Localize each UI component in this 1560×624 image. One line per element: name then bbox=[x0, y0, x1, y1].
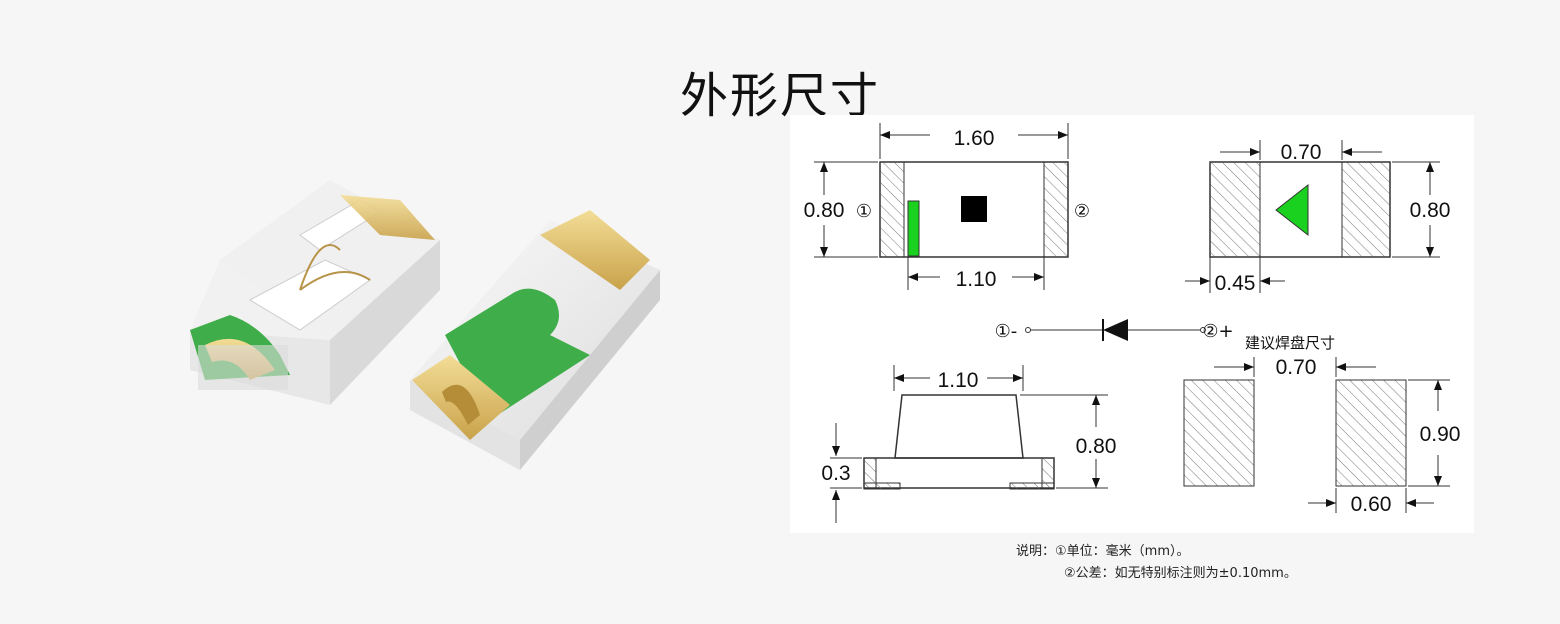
recommended-pads: 建议焊盘尺寸 0.70 0.90 0.60 bbox=[1183, 334, 1461, 516]
side-base-label: 0.3 bbox=[821, 462, 850, 485]
led-product-photo bbox=[190, 180, 660, 470]
pads-width-label: 0.60 bbox=[1351, 493, 1392, 516]
bottom-pad-label: 0.45 bbox=[1215, 272, 1256, 295]
bottom-view: 0.70 0.80 0.45 bbox=[1185, 140, 1450, 295]
side-height-label: 0.80 bbox=[1076, 435, 1117, 458]
chip-left bbox=[190, 180, 440, 405]
side-view: 1.10 0.80 0.3 bbox=[821, 365, 1116, 523]
bottom-height-label: 0.80 bbox=[1410, 199, 1451, 222]
notes: 说明：①单位：毫米（mm）。 ②公差：如无特别标注则为±0.10mm。 bbox=[1016, 541, 1297, 585]
pads-height-label: 0.90 bbox=[1420, 423, 1461, 446]
polarity-mark bbox=[907, 200, 920, 257]
bottom-width-label: 0.70 bbox=[1281, 141, 1322, 164]
diode-symbol: ①- ②+ bbox=[995, 319, 1234, 342]
pin1-label: ① bbox=[856, 201, 872, 222]
top-inner-label: 1.10 bbox=[956, 268, 997, 291]
note-tolerance: ②公差：如无特别标注则为±0.10mm。 bbox=[1064, 566, 1297, 581]
top-width-label: 1.60 bbox=[954, 127, 995, 150]
symbol-pin1-label: ①- bbox=[995, 321, 1018, 342]
pads-gap-label: 0.70 bbox=[1276, 356, 1317, 379]
page-title: 外形尺寸 bbox=[679, 68, 880, 124]
pads-title: 建议焊盘尺寸 bbox=[1245, 334, 1335, 352]
top-height-label: 0.80 bbox=[804, 199, 845, 222]
dimension-drawing-panel: 1.60 0.80 ① ② 1.10 0.70 bbox=[790, 115, 1474, 533]
note-unit: 说明：①单位：毫米（mm）。 bbox=[1016, 544, 1190, 559]
polarity-triangle bbox=[1275, 183, 1309, 237]
chip-right bbox=[410, 210, 660, 470]
top-view: 1.60 0.80 ① ② 1.10 bbox=[804, 123, 1090, 291]
symbol-pin2-label: ②+ bbox=[1202, 321, 1233, 342]
side-top-label: 1.10 bbox=[938, 369, 979, 392]
pin2-label: ② bbox=[1074, 201, 1090, 222]
